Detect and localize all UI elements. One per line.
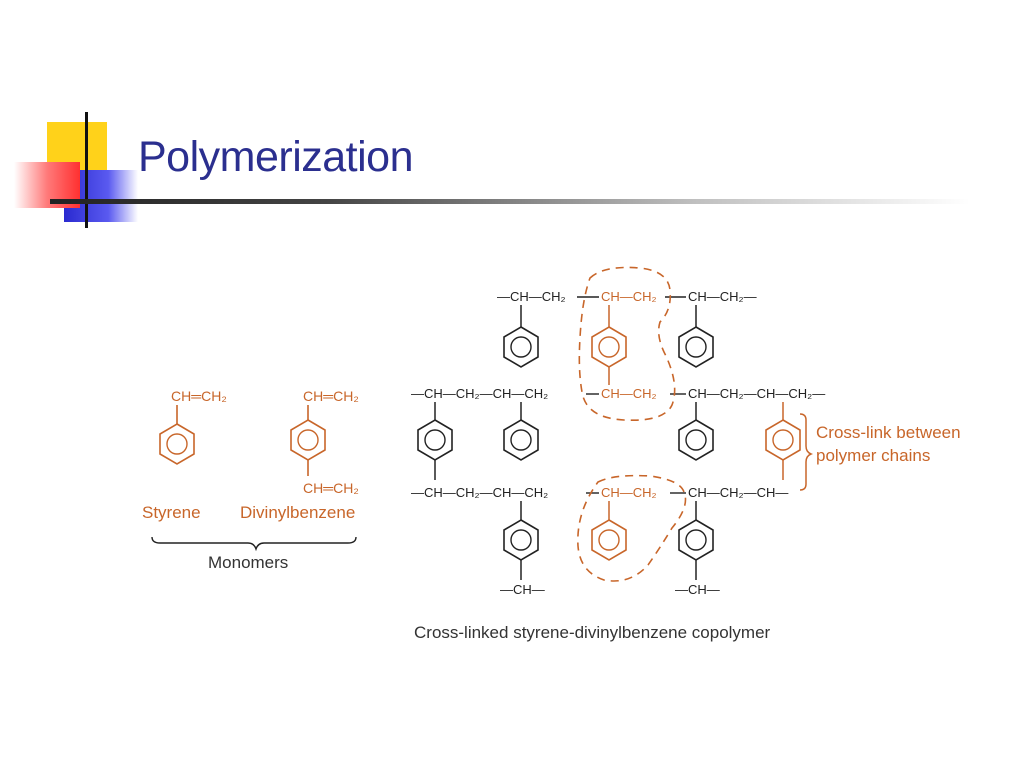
crosslink-bracket xyxy=(799,413,814,491)
styrene-label: Styrene xyxy=(142,503,201,522)
divinyl-bottom-group: CH═CH₂ xyxy=(303,480,359,496)
row1-seg-1: —CH—CH₂ xyxy=(497,289,566,304)
row3-seg-1: —CH—CH₂—CH—CH₂ xyxy=(411,485,548,500)
row3-ring-1 xyxy=(503,519,539,561)
copolymer-caption: Cross-linked styrene-divinylbenzene copo… xyxy=(414,623,771,642)
chain-row-1: —CH—CH₂ CH—CH₂ CH—CH₂— xyxy=(497,289,757,304)
row3-ring-3 xyxy=(678,519,714,561)
row2-ring-1 xyxy=(417,419,453,461)
row1-ring-1 xyxy=(503,326,539,368)
row2-ring-3 xyxy=(678,419,714,461)
styrene-structure: CH═CH₂ xyxy=(159,388,227,465)
divinylbenzene-label: Divinylbenzene xyxy=(240,503,355,522)
row2-ring-2 xyxy=(503,419,539,461)
end-group-2: —CH— xyxy=(675,582,720,597)
row2-seg-3: CH—CH₂—CH—CH₂— xyxy=(688,386,825,401)
deco-vertical-line xyxy=(85,112,88,228)
crosslink-outline-top xyxy=(578,266,676,422)
title-underline xyxy=(50,199,970,204)
row2-seg-1: —CH—CH₂—CH—CH₂ xyxy=(411,386,548,401)
row3-seg-3: CH—CH₂—CH— xyxy=(688,485,788,500)
slide-title: Polymerization xyxy=(138,133,414,181)
divinyl-benzene-ring xyxy=(290,419,326,461)
row2-crosslink-ring xyxy=(765,419,801,461)
divinyl-top-group: CH═CH₂ xyxy=(303,388,359,404)
chain-row-3: —CH—CH₂—CH—CH₂ CH—CH₂ CH—CH₂—CH— xyxy=(411,485,788,500)
row3-crosslink-ring xyxy=(591,519,627,561)
row1-ring-3 xyxy=(678,326,714,368)
monomers-brace xyxy=(151,536,357,552)
monomers-label: Monomers xyxy=(208,553,288,572)
styrene-benzene-ring xyxy=(159,423,195,465)
row2-seg-2: CH—CH₂ xyxy=(601,386,657,401)
row3-seg-2: CH—CH₂ xyxy=(601,485,657,500)
chain-row-2: —CH—CH₂—CH—CH₂ CH—CH₂ CH—CH₂—CH—CH₂— xyxy=(411,386,825,401)
crosslink-annotation-line-2: polymer chains xyxy=(816,446,930,465)
crosslink-outline-bottom xyxy=(577,474,687,582)
row1-seg-2: CH—CH₂ xyxy=(601,289,657,304)
row1-crosslink-ring xyxy=(591,326,627,368)
divinylbenzene-structure: CH═CH₂ CH═CH₂ xyxy=(290,388,359,496)
end-group-1: —CH— xyxy=(500,582,545,597)
styrene-vinyl-group: CH═CH₂ xyxy=(171,388,227,404)
crosslink-annotation-line-1: Cross-link between xyxy=(816,423,961,442)
row1-seg-3: CH—CH₂— xyxy=(688,289,757,304)
